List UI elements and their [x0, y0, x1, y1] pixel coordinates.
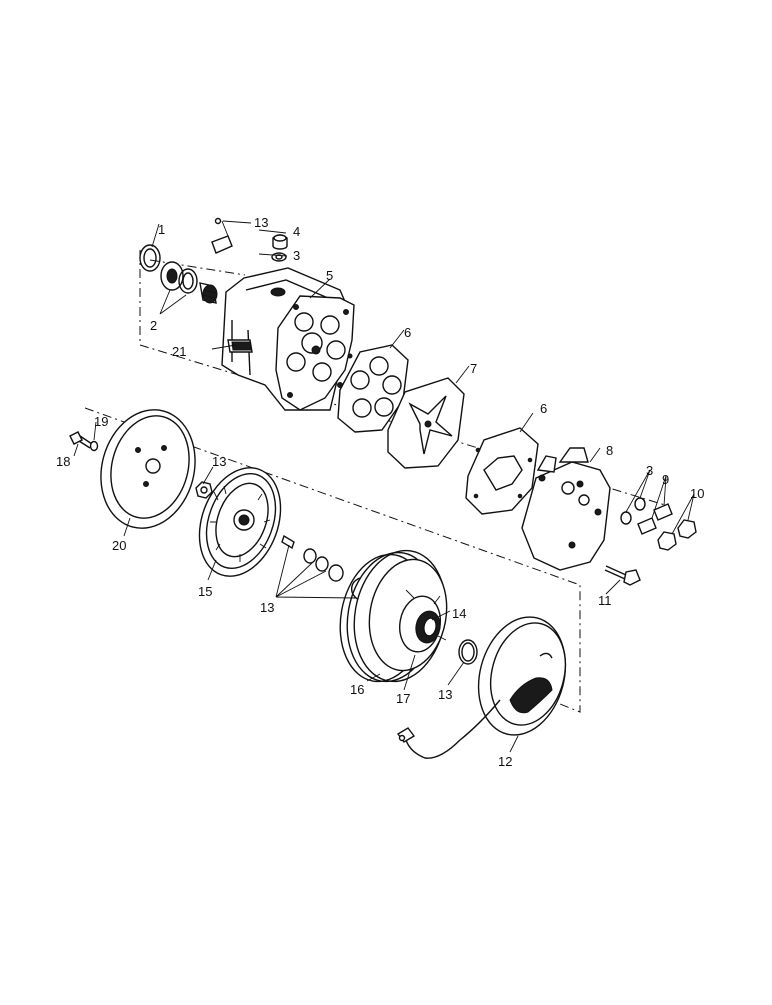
- part-2-seals: [160, 261, 218, 304]
- callout-labels: 1 2 3 3 4 5 6 6 7 8 9 10 11 12 13 13 13 …: [56, 215, 704, 769]
- part-13-key-top: [211, 217, 233, 254]
- part-5-compressor-body: [221, 267, 355, 411]
- part-10-caps: [657, 519, 697, 551]
- callout-6-lower: 6: [540, 401, 547, 416]
- callout-3-right: 3: [646, 463, 653, 478]
- callout-8: 8: [606, 443, 613, 458]
- callout-1: 1: [158, 222, 165, 237]
- part-20-pulley-cover: [100, 409, 196, 529]
- callout-18: 18: [56, 454, 70, 469]
- callout-12: 12: [498, 754, 512, 769]
- part-15-clutch-plate: [198, 467, 282, 577]
- callout-7: 7: [470, 361, 477, 376]
- callout-13-nut: 13: [212, 454, 226, 469]
- part-3-o-ring-top: [271, 252, 287, 262]
- part-18-bolt: [69, 431, 93, 449]
- callout-21: 21: [172, 344, 186, 359]
- part-13-nut: [195, 481, 213, 499]
- callout-20: 20: [112, 538, 126, 553]
- callout-4: 4: [293, 224, 300, 239]
- callout-10: 10: [690, 486, 704, 501]
- part-11-bolt: [604, 565, 641, 586]
- callout-17: 17: [396, 691, 410, 706]
- part-9-fittings: [637, 503, 673, 535]
- callout-5: 5: [326, 268, 333, 283]
- leader-lines: [73, 220, 695, 753]
- callout-13-top: 13: [254, 215, 268, 230]
- part-6-gasket-upper: [337, 344, 409, 433]
- part-4-plug: [272, 234, 288, 250]
- callout-15: 15: [198, 584, 212, 599]
- callout-3-top: 3: [293, 248, 300, 263]
- part-13-snap-ring: [458, 639, 478, 665]
- callout-13-shims: 13: [260, 600, 274, 615]
- part-16-pulley: [339, 549, 448, 683]
- callout-19: 19: [94, 414, 108, 429]
- part-1-o-ring: [139, 244, 161, 272]
- part-6-gasket-lower: [465, 427, 539, 515]
- part-19-washer: [89, 440, 99, 452]
- shaft-axis-line: [149, 259, 246, 276]
- callout-11: 11: [598, 593, 612, 608]
- part-7-valve-plate: [387, 377, 465, 469]
- callout-6-upper: 6: [404, 325, 411, 340]
- lower-axis-line: [84, 407, 581, 713]
- callout-16: 16: [350, 682, 364, 697]
- callout-14: 14: [452, 606, 466, 621]
- part-8-rear-head: [521, 447, 611, 571]
- part-3-o-rings-right: [620, 497, 646, 525]
- callout-9: 9: [662, 472, 669, 487]
- part-12-field-coil: [396, 616, 567, 759]
- callout-13-snap: 13: [438, 687, 452, 702]
- callout-2: 2: [150, 318, 157, 333]
